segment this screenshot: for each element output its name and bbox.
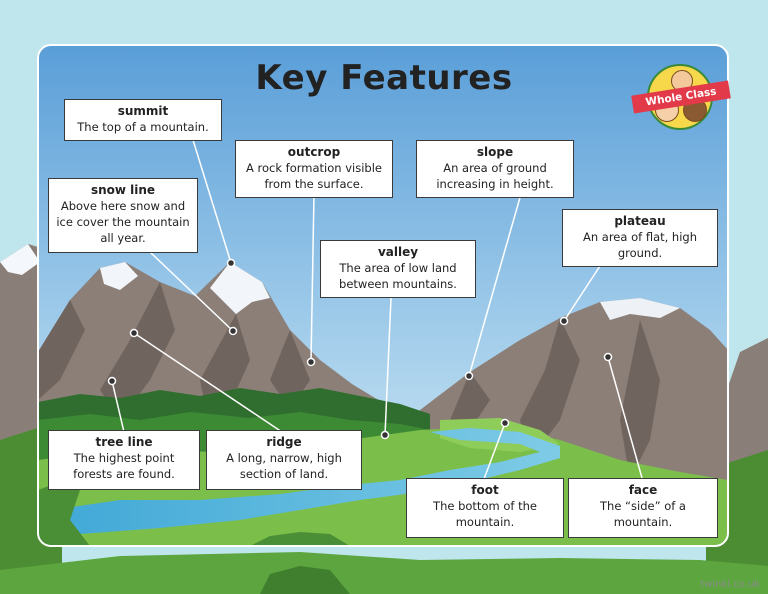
label-summit: summit The top of a mountain. xyxy=(64,99,222,141)
label-definition: An area of ground increasing in height. xyxy=(436,161,554,191)
label-term: face xyxy=(628,483,658,497)
label-definition: A rock formation visible from the surfac… xyxy=(246,161,382,191)
label-definition: The “side” of a mountain. xyxy=(600,499,686,529)
label-plateau: plateau An area of flat, high ground. xyxy=(562,209,718,267)
pointer-lines xyxy=(111,139,643,480)
label-term: summit xyxy=(117,104,169,118)
label-term: valley xyxy=(377,245,419,259)
label-foot: foot The bottom of the mountain. xyxy=(406,478,564,538)
label-definition: An area of flat, high ground. xyxy=(582,230,698,260)
foreground-grass xyxy=(0,552,768,594)
label-definition: The highest point forests are found. xyxy=(73,451,175,481)
river xyxy=(38,428,560,538)
label-term: outcrop xyxy=(287,145,341,159)
label-snow-line: snow line Above here snow and ice cover … xyxy=(48,178,198,253)
summit-snow xyxy=(210,262,270,314)
label-outcrop: outcrop A rock formation visible from th… xyxy=(235,140,393,198)
label-definition: The top of a mountain. xyxy=(77,120,209,134)
label-term: ridge xyxy=(266,435,302,449)
label-term: slope xyxy=(476,145,514,159)
label-term: foot xyxy=(471,483,499,497)
label-definition: The bottom of the mountain. xyxy=(433,499,537,529)
label-valley: valley The area of low land between moun… xyxy=(320,240,476,298)
label-definition: The area of low land between mountains. xyxy=(339,261,457,291)
label-definition: A long, narrow, high section of land. xyxy=(226,451,342,481)
watermark: twinkl.co.uk xyxy=(700,579,760,590)
label-definition: Above here snow and ice cover the mounta… xyxy=(56,199,190,245)
label-term: tree line xyxy=(95,435,153,449)
page-title: Key Features xyxy=(255,58,513,98)
pointer-dots xyxy=(107,258,613,440)
label-tree-line: tree line The highest point forests are … xyxy=(48,430,200,490)
label-term: snow line xyxy=(90,183,156,197)
label-term: plateau xyxy=(614,214,666,228)
label-ridge: ridge A long, narrow, high section of la… xyxy=(206,430,362,490)
label-face: face The “side” of a mountain. xyxy=(568,478,718,538)
label-slope: slope An area of ground increasing in he… xyxy=(416,140,574,198)
